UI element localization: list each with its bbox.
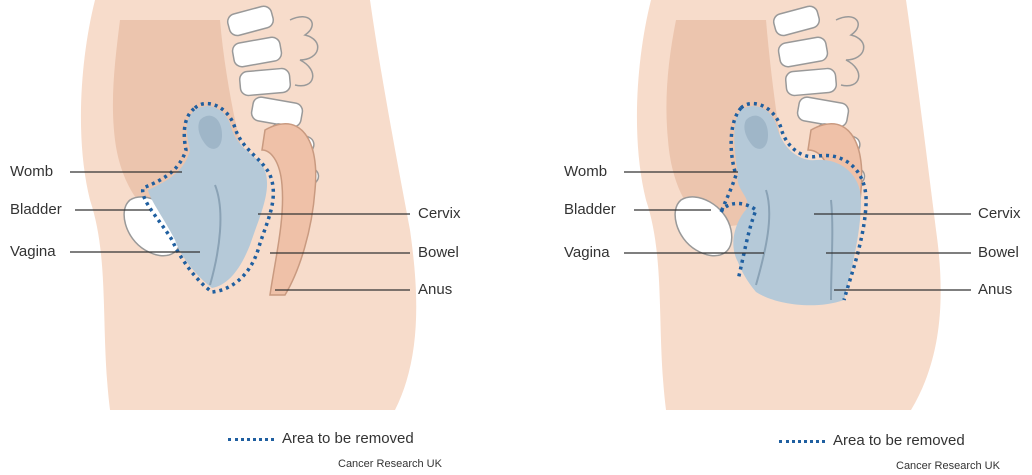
vagina-label: Vagina [564,244,610,262]
credit-text: Cancer Research UK [896,460,1000,472]
anatomy-illustration-left [0,0,516,475]
legend: Area to be removed [779,432,965,450]
bowel-label: Bowel [978,244,1019,262]
legend-text: Area to be removed [833,432,965,449]
rectum-canal [831,200,832,300]
womb-label: Womb [564,163,607,181]
bladder-label: Bladder [564,201,616,219]
credit-text: Cancer Research UK [338,458,442,470]
bladder-label: Bladder [10,201,62,219]
bowel-label: Bowel [418,244,459,262]
legend: Area to be removed [228,430,414,448]
womb-label: Womb [10,163,53,181]
anus-label: Anus [418,281,452,299]
diagram-panel-left: Womb Bladder Vagina Cervix Bowel Anus Ar… [0,0,516,475]
anus-label: Anus [978,281,1012,299]
diagram-panel-right: Womb Bladder Vagina Cervix Bowel Anus Ar… [516,0,1032,475]
legend-text: Area to be removed [282,430,414,447]
dotted-line-swatch [779,440,825,443]
vagina-label: Vagina [10,243,56,261]
cervix-label: Cervix [418,205,461,223]
anatomy-illustration-right [516,0,1032,475]
cervix-label: Cervix [978,205,1021,223]
dotted-line-swatch [228,438,274,441]
